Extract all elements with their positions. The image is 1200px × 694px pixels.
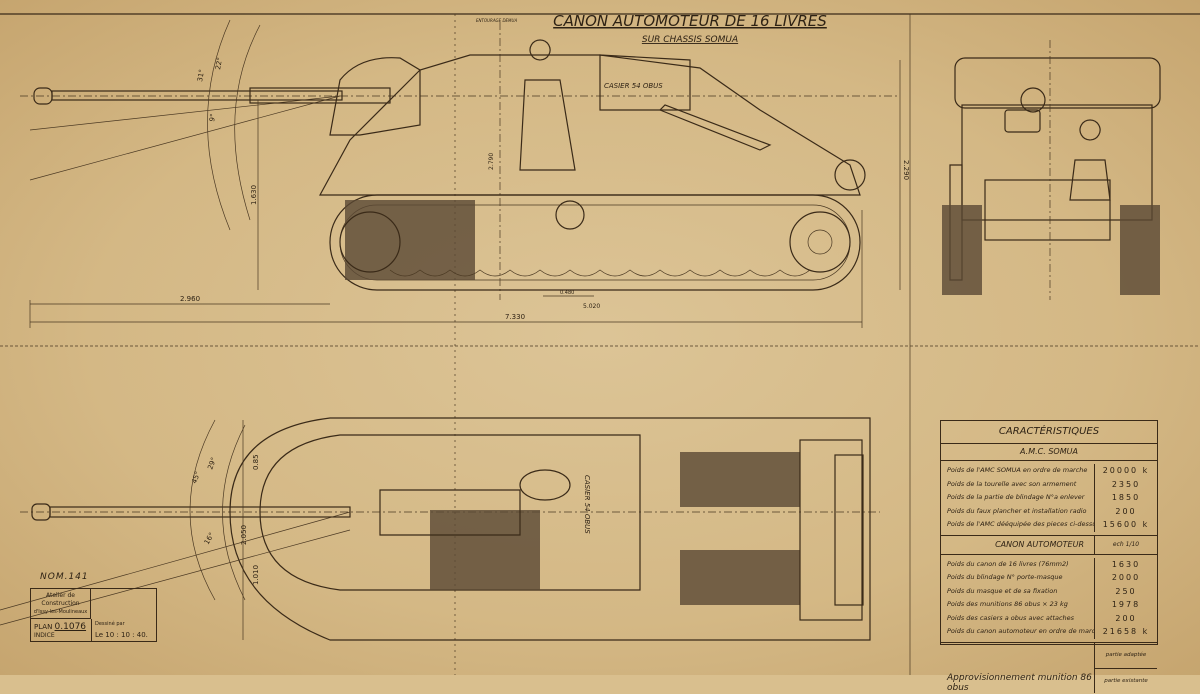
table-row: Poids de l'AMC SOMUA en ordre de marche 2… (941, 464, 1157, 478)
engine-grille (680, 550, 800, 605)
crew-figure (519, 39, 576, 171)
row-label: Poids des casiers a obus avec attaches (947, 613, 1075, 622)
part-adapted-label: partie adaptée (1095, 643, 1157, 669)
dimension-label: 2.790 (488, 153, 495, 170)
row-value: 250 (1094, 584, 1157, 598)
row-value: 200 (1094, 504, 1157, 518)
ammo-rack-label: CASIER 54 OBUS (604, 82, 663, 90)
ammo-rack-label: CASIER 54 OBUS (583, 475, 591, 534)
table-row: Poids du blindage N° porte-masque 2000 (941, 571, 1157, 585)
workshop-line: d'Issy-les-Moulineaux (33, 609, 88, 615)
somua-rows: Poids de l'AMC SOMUA en ordre de marche 2… (941, 461, 1157, 536)
table-row: Poids du faux plancher et installation r… (941, 504, 1157, 518)
row-label: Poids du blindage N° porte-masque (947, 573, 1063, 581)
scale-label: ech 1/10 (1094, 535, 1157, 554)
section-heading: CANON AUTOMOTEUR (995, 539, 1084, 549)
table-row: Poids des casiers a obus avec attaches 20… (941, 611, 1157, 625)
indice-label: INDICE (34, 632, 55, 639)
table-row: Poids de l'AMC dééquipée des pieces ci-d… (941, 518, 1157, 532)
title-block: Atelier de Construction d'Issy-les-Mouli… (30, 588, 157, 642)
dimension-label: 7.330 (505, 313, 525, 321)
supply-row: Approvisionnement munition 86 obus parti… (941, 642, 1157, 693)
drawing-date: Le 10 : 10 : 40. (95, 631, 148, 639)
row-value: 15600 k (1094, 518, 1157, 532)
gun-mantlet (329, 57, 421, 136)
hatch (658, 104, 772, 151)
workshop-line: Atelier de (46, 592, 75, 599)
angle-label: 16° (203, 531, 216, 546)
drive-sprocket (789, 211, 851, 273)
engine-grille (680, 452, 800, 507)
dimension-label: 0.85 (252, 454, 260, 470)
dimension-label: 2.050 (240, 525, 248, 545)
headlight (834, 159, 866, 191)
dimension-label: 0.480 (560, 290, 574, 296)
track-assembly (329, 194, 861, 291)
row-label: Poids de l'AMC dééquipée des pieces ci-d… (947, 520, 1094, 528)
row-value: 1850 (1094, 491, 1157, 505)
dimension-label: 5.020 (583, 303, 600, 310)
angle-label: 9° (208, 113, 217, 122)
drawing-number: NOM.141 (40, 572, 89, 582)
hull-superstructure (318, 54, 861, 196)
right-track (1120, 205, 1160, 295)
row-value: 200 (1094, 611, 1157, 625)
technical-drawing: CANON AUTOMOTEUR DE 16 LIVRES SUR CHASSI… (0, 12, 1200, 675)
row-value: 1630 (1094, 557, 1157, 571)
angle-label: 45° (190, 470, 202, 484)
top-view: 45° 29° 16° 0.85 2.050 1.010 CASIER 54 O… (0, 417, 880, 641)
row-label: Poids du faux plancher et installation r… (947, 506, 1087, 515)
road-wheels (389, 269, 811, 277)
hull-outline (229, 417, 871, 641)
turret-note: ENTOURAGE DEMUA (476, 18, 517, 23)
part-existing-label: partie existante (1104, 677, 1148, 684)
row-label: Poids du masque et de sa fixation (947, 586, 1058, 595)
angle-label: 22° (214, 57, 224, 71)
row-value: 2000 (1094, 571, 1157, 585)
supply-label: Approvisionnement munition 86 obus (947, 672, 1092, 693)
dimension-label: 2.960 (180, 295, 200, 303)
drawing-title: CANON AUTOMOTEUR DE 16 LIVRES (553, 12, 827, 30)
drawn-by-label: Dessiné par (95, 621, 125, 627)
section-row: CANON AUTOMOTEUR ech 1/10 (941, 535, 1157, 555)
section-heading: A.M.C. SOMUA (941, 444, 1157, 461)
row-label: Poids du canon automoteur en ordre de ma… (947, 627, 1094, 635)
row-label: Poids du canon de 16 livres (76mm2) (947, 559, 1069, 568)
table-heading: CARACTÉRISTIQUES (941, 421, 1157, 444)
row-label: Poids de la tourelle avec son armement (947, 479, 1077, 488)
idler-wheel (339, 211, 401, 273)
row-value: 20000 k (1094, 464, 1157, 478)
table-row: Poids du masque et de sa fixation 250 (941, 584, 1157, 598)
table-row: Poids des munitions 86 obus × 23 kg 1978 (941, 598, 1157, 612)
row-value: 21658 k (1094, 625, 1157, 639)
dimension-label: 2.290 (902, 160, 910, 180)
row-label: Poids de l'AMC SOMUA en ordre de marche (947, 466, 1088, 474)
workshop-line: Construction (41, 600, 80, 607)
table-row: Poids du canon automoteur en ordre de ma… (941, 625, 1157, 639)
dimension-label: 1.010 (252, 565, 260, 585)
row-value: 1978 (1094, 598, 1157, 612)
angle-label: 31° (196, 69, 206, 83)
row-label: Poids de la partie de blindage N°a enlev… (947, 493, 1085, 501)
plan-label: PLAN (34, 623, 53, 631)
crew-figure (1069, 119, 1111, 201)
dimension-label: 1.630 (250, 185, 258, 205)
front-view (942, 40, 1161, 300)
drawing-subtitle: SUR CHASSIS SOMUA (642, 35, 738, 45)
left-track (942, 205, 982, 295)
plan-number: 0.1076 (54, 622, 87, 632)
angle-label: 29° (206, 456, 218, 470)
table-row: Poids de la tourelle avec son armement 23… (941, 477, 1157, 491)
row-value: 2350 (1094, 477, 1157, 491)
gun-barrel (51, 90, 343, 101)
characteristics-table: CARACTÉRISTIQUES A.M.C. SOMUA Poids de l… (940, 420, 1158, 693)
row-label: Poids des munitions 86 obus × 23 kg (947, 600, 1068, 608)
table-row: Poids de la partie de blindage N°a enlev… (941, 491, 1157, 505)
side-view: CASIER 54 OBUS ENTOURAGE DEMUA 31° 22° 9… (20, 18, 910, 328)
table-row: Poids du canon de 16 livres (76mm2) 1630 (941, 557, 1157, 571)
workshop-name: Atelier de Construction d'Issy-les-Mouli… (31, 589, 91, 619)
